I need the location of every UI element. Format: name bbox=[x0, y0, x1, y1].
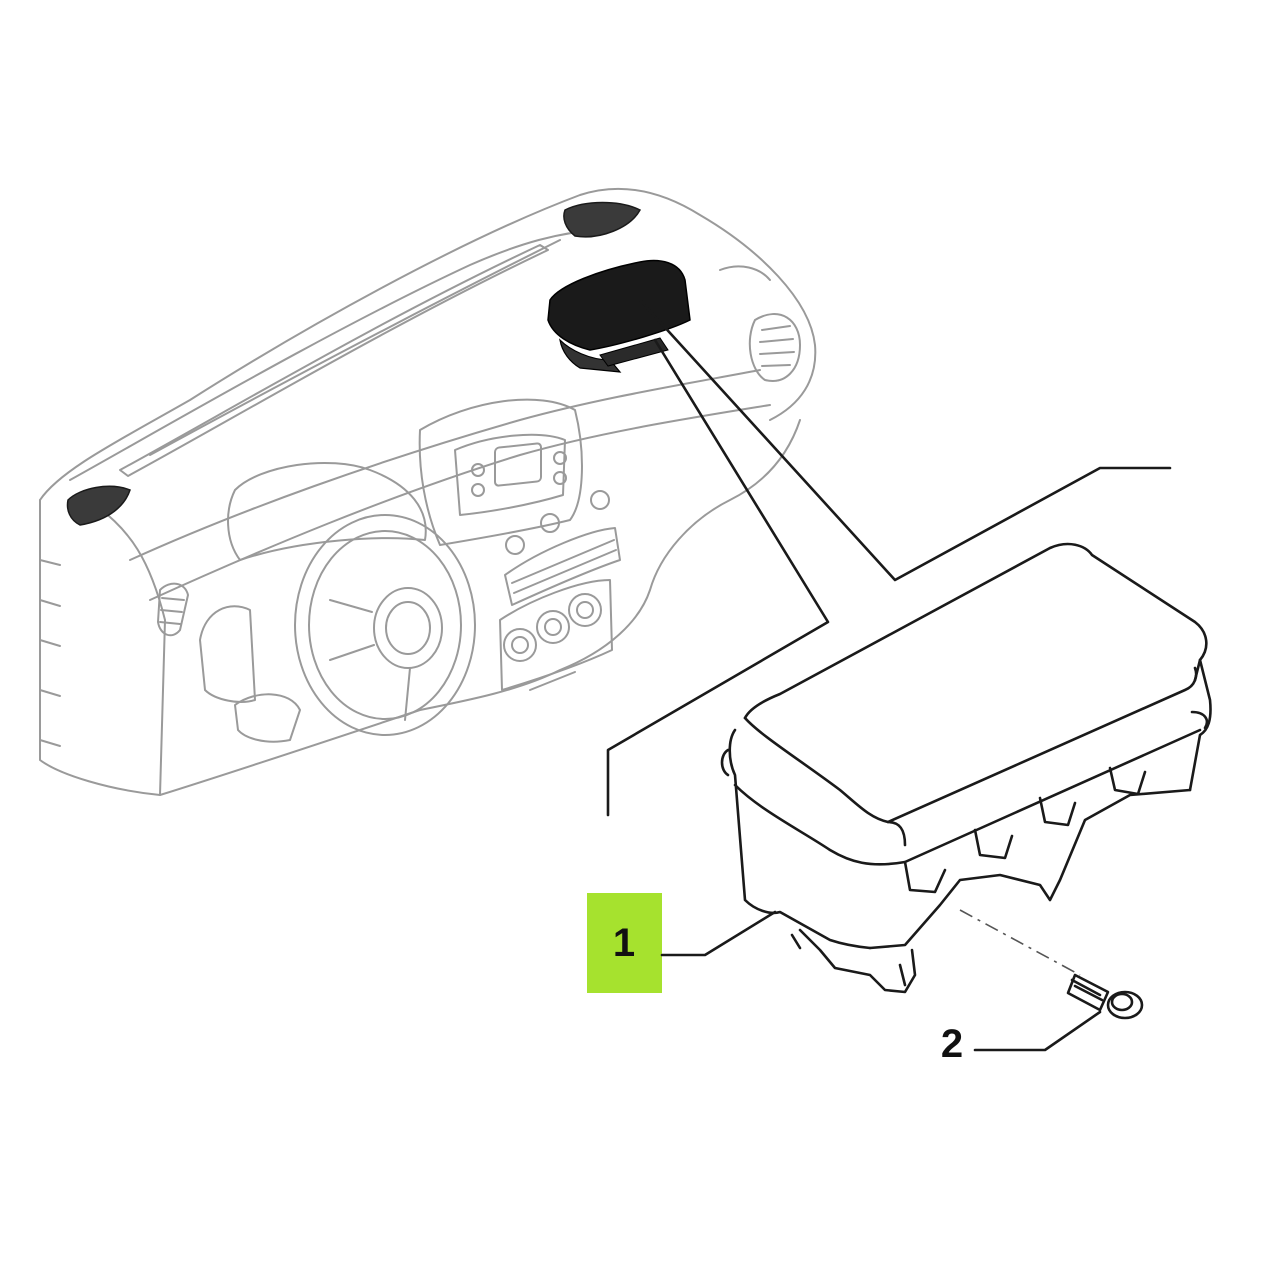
dashboard-mid-band bbox=[129, 369, 761, 561]
callout-2-leader bbox=[973, 1010, 1102, 1052]
airbag-module-detail bbox=[720, 542, 1212, 994]
dashboard-top-outline bbox=[39, 187, 817, 501]
right-air-vent-slats bbox=[759, 325, 795, 367]
callout-2-label: 2 bbox=[941, 1022, 963, 1066]
dashboard-top-inner bbox=[69, 229, 601, 481]
airbag-body-seam bbox=[733, 728, 1202, 866]
airbag-tab-2 bbox=[973, 828, 1014, 860]
cluster-hood bbox=[227, 461, 427, 561]
airbag-bottom-bracket bbox=[798, 928, 917, 994]
airbag-top-lid-right bbox=[886, 666, 1198, 824]
center-stack bbox=[418, 398, 621, 691]
right-side-trim bbox=[719, 265, 771, 281]
screw-part bbox=[959, 909, 1144, 1020]
airbag-top-lid-front bbox=[743, 716, 907, 847]
airbag-bracket-slot bbox=[898, 963, 907, 987]
callout-1[interactable]: 1 bbox=[587, 893, 777, 993]
airbag-tab-3 bbox=[1038, 796, 1077, 827]
left-lower-panel bbox=[199, 605, 256, 703]
left-air-vent-slats bbox=[159, 597, 185, 625]
dashboard-assembly bbox=[39, 187, 817, 796]
airbag-clip-right bbox=[1190, 710, 1209, 730]
left-air-vent bbox=[157, 582, 189, 637]
airbag-module-installed bbox=[547, 259, 691, 373]
dashboard-left-end-inner bbox=[39, 559, 61, 747]
explode-line-left bbox=[606, 338, 830, 817]
right-air-vent bbox=[748, 313, 801, 382]
dashboard-groove-2 bbox=[149, 239, 561, 456]
callout-2[interactable]: 2 bbox=[941, 1010, 1102, 1066]
right-speaker-grille bbox=[563, 201, 642, 238]
left-speaker-grille bbox=[66, 485, 131, 526]
airbag-top-lid bbox=[743, 542, 1208, 720]
dashboard-defrost-groove bbox=[119, 244, 549, 477]
callout-1-label: 1 bbox=[613, 921, 635, 965]
airbag-tab-4 bbox=[1108, 766, 1147, 796]
airbag-tab-1 bbox=[903, 860, 947, 894]
explode-view-lines bbox=[606, 298, 1172, 817]
callout-1-badge bbox=[587, 893, 662, 993]
callout-1-leader bbox=[660, 910, 777, 957]
airbag-body-front bbox=[728, 728, 872, 950]
explode-line-right bbox=[638, 298, 1172, 582]
left-knee-panel bbox=[234, 693, 301, 743]
airbag-body-bottom bbox=[868, 788, 1192, 950]
dashboard-lower-contour bbox=[159, 419, 801, 796]
airbag-bracket-lip bbox=[790, 933, 802, 950]
steering-wheel bbox=[294, 514, 476, 736]
dashboard-left-end bbox=[39, 499, 166, 796]
airbag-clip-left bbox=[720, 748, 730, 777]
airbag-body-right bbox=[1188, 658, 1212, 792]
